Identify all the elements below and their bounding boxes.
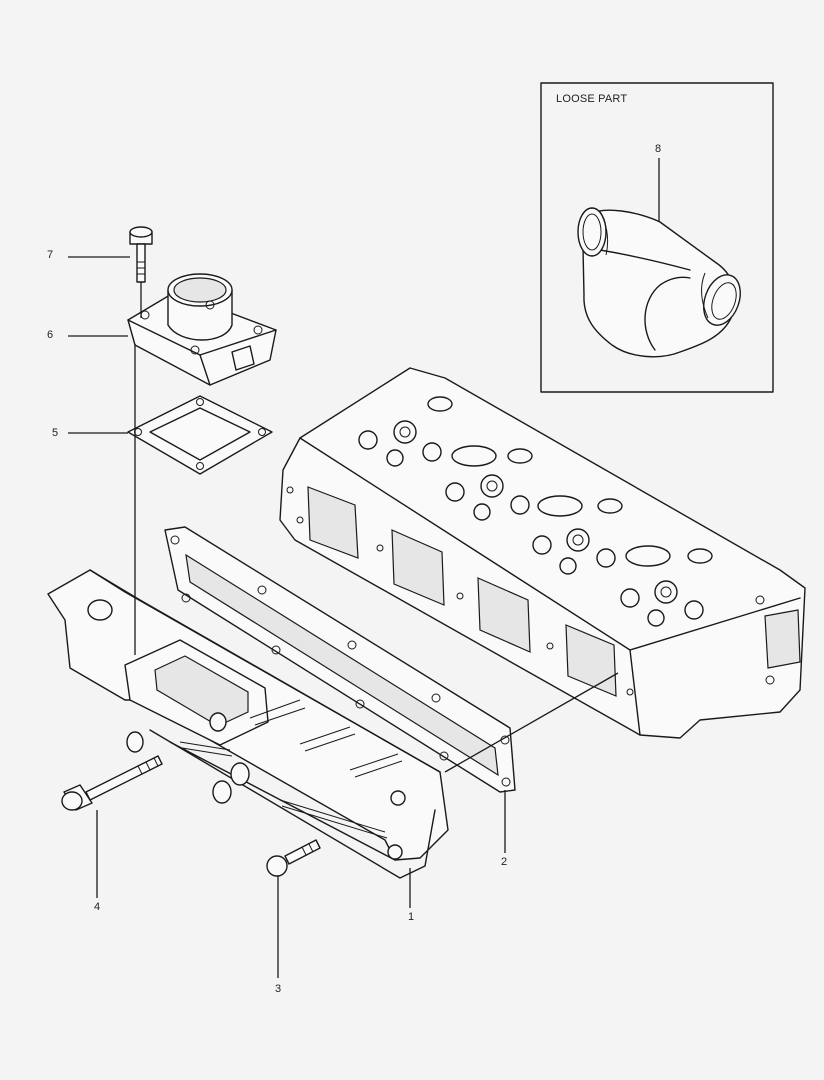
callout-4: 4	[94, 901, 101, 913]
square-gasket-icon	[127, 395, 273, 475]
callout-1: 1	[408, 911, 415, 923]
elbow-hose-icon	[577, 207, 741, 358]
callout-3: 3	[275, 983, 282, 995]
loose-part-inset	[540, 82, 774, 393]
manifold-gasket-icon	[164, 526, 619, 793]
callout-2: 2	[501, 856, 508, 868]
callout-6: 6	[47, 329, 54, 341]
cylinder-head-icon	[279, 367, 806, 739]
flange-bolt-icon	[129, 226, 153, 283]
callout-5: 5	[52, 427, 59, 439]
intake-manifold-icon	[47, 569, 449, 879]
callout-7: 7	[47, 249, 54, 261]
inset-title: LOOSE PART	[556, 93, 628, 105]
callout-8: 8	[655, 143, 662, 155]
inlet-elbow-flange-icon	[127, 273, 277, 386]
leader-lines	[68, 256, 506, 978]
long-flange-bolt-icon	[61, 755, 163, 811]
flange-bolt-icon	[266, 839, 321, 877]
